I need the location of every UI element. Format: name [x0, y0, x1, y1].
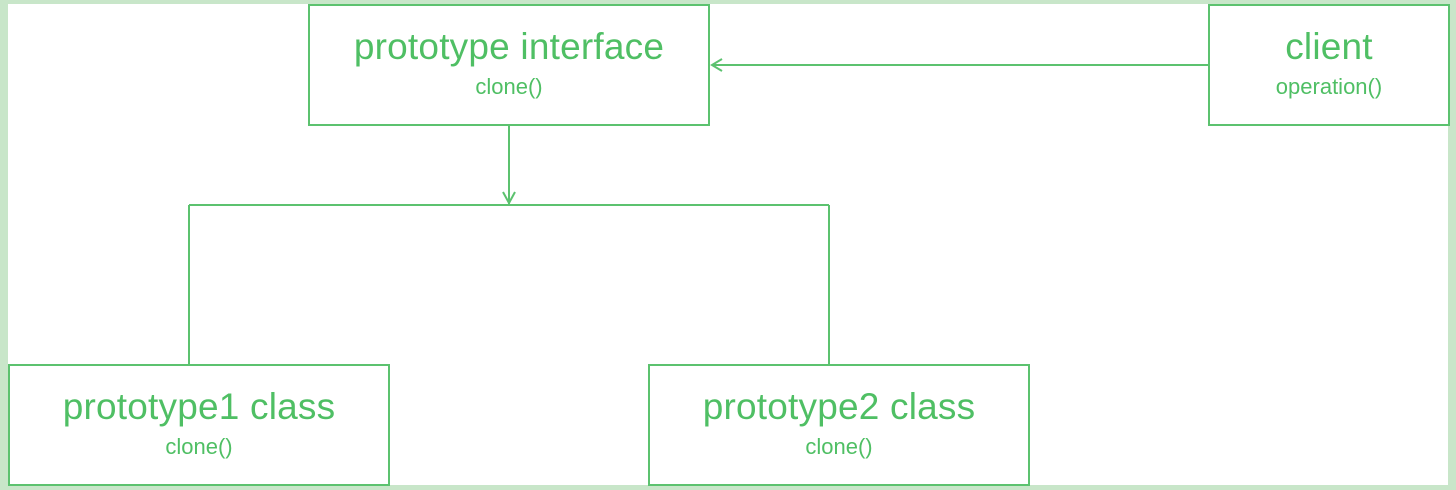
prototype2-class-method: clone(): [805, 433, 873, 459]
client-box: client operation(): [1208, 4, 1450, 126]
prototype1-class-method: clone(): [165, 433, 233, 459]
client-title: client: [1285, 26, 1373, 68]
client-method: operation(): [1275, 73, 1383, 99]
prototype1-class-title: prototype1 class: [62, 386, 336, 428]
prototype-interface-box: prototype interface clone(): [308, 4, 710, 126]
prototype2-class-title: prototype2 class: [702, 386, 976, 428]
prototype-interface-title: prototype interface: [353, 26, 665, 68]
arrowhead-client-to-interface: [710, 58, 723, 72]
prototype-interface-method: clone(): [475, 73, 543, 99]
prototype2-class-box: prototype2 class clone(): [648, 364, 1030, 486]
prototype1-class-box: prototype1 class clone(): [8, 364, 390, 486]
arrowhead-interface-trunk: [502, 191, 516, 206]
